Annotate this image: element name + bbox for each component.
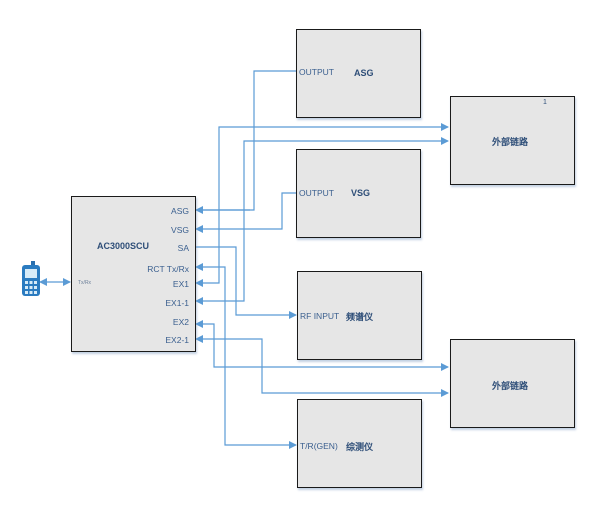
port-sa: SA [177,243,189,253]
vsg-title: VSG [351,188,371,198]
external-link-marker: 1 [543,99,547,106]
port-ex1-1: EX1-1 [165,298,189,308]
port-rct: RCT Tx/Rx [147,264,189,274]
asg-output-port: OUTPUT [299,67,334,77]
wire-rct [195,263,297,449]
radio-tester-title: 综测仪 [346,442,374,452]
mobile-phone-icon [22,261,40,296]
external-link-box-2: 外部链路 [450,339,575,428]
vsg-box: OUTPUT VSG [296,149,421,238]
external-link-title-1: 外部链路 [492,137,529,147]
spectrum-analyzer-box: RF INPUT 频谱仪 [297,271,422,360]
wire-ex2-1 [195,335,449,397]
asg-box: OUTPUT ASG [296,29,421,118]
tr-gen-port: T/R(GEN) [300,441,338,451]
spectrum-analyzer-title: 频谱仪 [346,312,374,322]
controller-left-port: Tx/Rx [78,280,92,286]
wire-sa [196,246,297,319]
external-link-box-1: 1 外部链路 [450,96,575,185]
port-ex2-1: EX2-1 [165,335,189,345]
controller-box: AC3000SCU Tx/Rx ASG VSG SA RCT Tx/Rx EX1… [71,196,196,352]
radio-tester-box: T/R(GEN) 综测仪 [297,399,422,488]
asg-title: ASG [354,68,374,78]
port-ex2: EX2 [172,317,189,327]
controller-title: AC3000SCU [97,241,150,251]
external-link-title-2: 外部链路 [492,381,529,391]
wire-vsg-output [195,192,296,233]
vsg-output-port: OUTPUT [299,188,334,198]
rf-input-port: RF INPUT [300,311,340,321]
port-vsg: VSG [171,225,189,235]
port-ex1: EX1 [172,279,189,289]
port-asg: ASG [171,206,189,216]
